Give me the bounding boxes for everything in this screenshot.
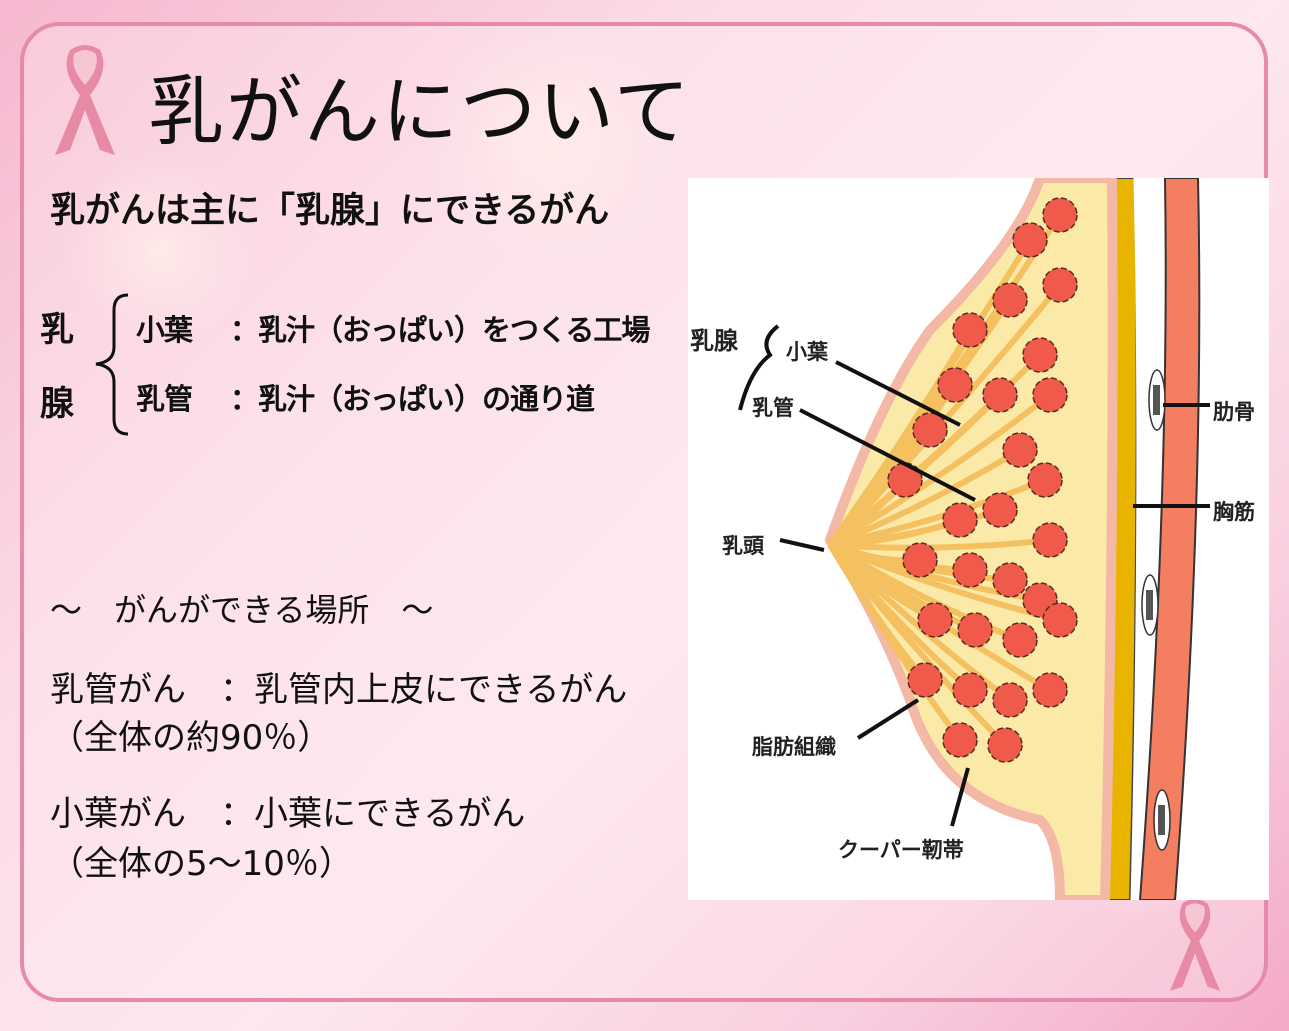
lobule	[992, 562, 1028, 598]
location-heading: ～ がんができる場所 ～	[50, 591, 434, 629]
milk-duct	[827, 543, 963, 742]
lobule	[1002, 622, 1038, 658]
milk-duct	[827, 543, 1008, 748]
lobule	[942, 722, 978, 758]
lobule	[1042, 197, 1078, 233]
lobule	[992, 682, 1028, 718]
label-duct: 乳管	[752, 396, 794, 420]
type-ductal-line2: （全体の約90％）	[50, 718, 332, 758]
label-lobule: 小葉	[786, 340, 828, 364]
lobule	[1032, 672, 1068, 708]
slide-title: 乳がんについて	[148, 67, 692, 156]
milk-duct	[829, 507, 1001, 548]
milk-duct	[828, 447, 1022, 548]
lobule	[887, 462, 923, 498]
lobule	[1012, 222, 1048, 258]
lobule	[1032, 377, 1068, 413]
lobule	[992, 282, 1028, 318]
label-nipple: 乳頭	[722, 534, 764, 558]
type-ductal-line1: 乳管がん ：乳管内上皮にできるがん	[50, 670, 628, 710]
lobule	[1002, 432, 1038, 468]
lobule	[917, 602, 953, 638]
brace-icon	[95, 293, 129, 436]
lobule	[942, 502, 978, 538]
lobule	[1042, 602, 1078, 638]
label-mammary-gland: 乳腺	[690, 327, 738, 355]
lobule	[982, 377, 1018, 413]
lobule	[1032, 522, 1068, 558]
gland-label-top: 乳	[40, 310, 74, 350]
lobule	[957, 612, 993, 648]
anatomy-illustration	[738, 173, 1210, 905]
gland-label-bottom: 腺	[40, 384, 74, 424]
pink-ribbon-icon	[55, 45, 115, 155]
pink-ribbon-icon	[1170, 899, 1220, 991]
label-fat-tissue: 脂肪組織	[752, 735, 836, 759]
lobule	[902, 542, 938, 578]
pectoral-muscle	[1138, 177, 1201, 901]
breast-anatomy-diagram: 乳腺 小葉 乳管 乳頭 脂肪組織 クーパー靭帯 肋骨 胸筋	[688, 173, 1269, 905]
milk-duct	[829, 477, 1047, 548]
milk-duct	[829, 537, 1051, 551]
lobule	[907, 662, 943, 698]
lobule	[1022, 337, 1058, 373]
bg-glow	[420, 10, 680, 270]
label-rib: 肋骨	[1213, 400, 1255, 424]
leader-lines	[738, 324, 1210, 827]
lobule-desc: ：乳汁（おっぱい）をつくる工場	[230, 313, 650, 347]
label-pectoral-muscle: 胸筋	[1213, 500, 1255, 524]
lobule	[952, 312, 988, 348]
lobule	[987, 727, 1023, 763]
lobule	[1027, 462, 1063, 498]
type-lobular-line1: 小葉がん ：小葉にできるがん	[50, 794, 526, 834]
lobule-term: 小葉	[136, 313, 193, 347]
lobule	[982, 492, 1018, 528]
label-cooper-ligament: クーパー靭帯	[838, 838, 964, 862]
lobule	[937, 367, 973, 403]
lobule	[952, 672, 988, 708]
duct-desc: ：乳汁（おっぱい）の通り道	[230, 382, 595, 416]
bg-glow	[60, 150, 260, 350]
lobule	[952, 552, 988, 588]
lobule	[912, 412, 948, 448]
milk-duct	[827, 328, 973, 547]
type-lobular-line2: （全体の5～10％）	[50, 844, 353, 884]
milk-duct	[827, 428, 933, 548]
lobule	[1042, 267, 1078, 303]
subtitle: 乳がんは主に「乳腺」にできるがん	[50, 191, 610, 231]
duct-term: 乳管	[136, 382, 193, 416]
